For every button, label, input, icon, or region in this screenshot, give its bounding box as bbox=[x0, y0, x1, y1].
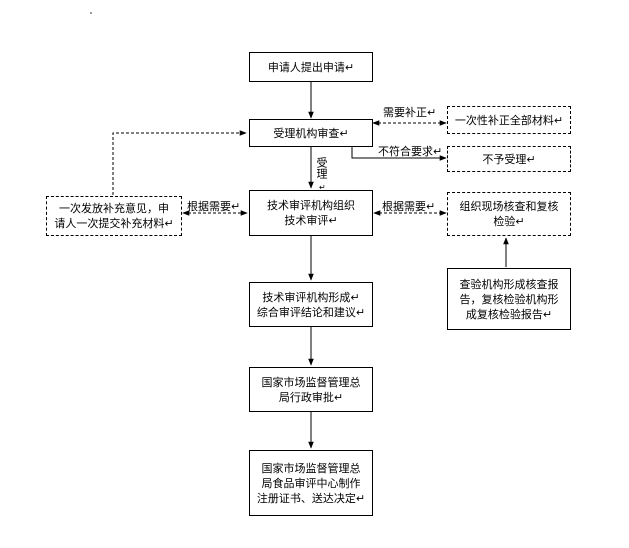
node-certificate-label: 国家市场监督管理总 局食品审评中心制作 注册证书、送达决定↵ bbox=[256, 461, 366, 505]
node-supplement-all-label: 一次性补正全部材料↵ bbox=[454, 113, 564, 127]
node-apply: 申请人提出申请↵ bbox=[249, 52, 373, 82]
arrow-accept-to-reject bbox=[351, 147, 447, 161]
node-reject-label: 不予受理↵ bbox=[482, 152, 536, 166]
label-accepted: 受理 bbox=[315, 157, 328, 179]
node-inspection-report-label: 查验机构形成核查报 告，复核检验机构形 成复核检验报告↵ bbox=[459, 277, 559, 321]
node-supplement-all: 一次性补正全部材料↵ bbox=[447, 106, 571, 134]
label-as-needed-right: 根据需要↵ bbox=[382, 200, 436, 213]
label-as-needed-left: 根据需要↵ bbox=[187, 200, 241, 213]
node-conclusion-label: 技术审评机构形成↵ 综合审评结论和建议↵ bbox=[256, 290, 366, 319]
node-admin-approval-label: 国家市场监督管理总 局行政审批↵ bbox=[261, 375, 361, 404]
node-accept-review-label: 受理机构审查↵ bbox=[273, 126, 349, 140]
node-inspection-report: 查验机构形成核查报 告，复核检验机构形 成复核检验报告↵ bbox=[447, 268, 571, 330]
node-apply-label: 申请人提出申请↵ bbox=[267, 60, 355, 74]
node-admin-approval: 国家市场监督管理总 局行政审批↵ bbox=[249, 367, 373, 412]
corner-mark bbox=[90, 12, 92, 14]
node-certificate: 国家市场监督管理总 局食品审评中心制作 注册证书、送达决定↵ bbox=[249, 450, 373, 516]
node-onsite-check: 组织现场核查和复核 检验↵ bbox=[447, 192, 571, 236]
node-supplement-once-label: 一次发放补充意见，申 请人一次提交补充材料↵ bbox=[54, 202, 174, 230]
node-supplement-once: 一次发放补充意见，申 请人一次提交补充材料↵ bbox=[46, 196, 182, 236]
label-accepted-mark: ↵ bbox=[319, 183, 326, 192]
node-onsite-check-label: 组织现场核查和复核 检验↵ bbox=[459, 200, 559, 228]
node-reject: 不予受理↵ bbox=[447, 146, 571, 172]
node-tech-review-label: 技术审评机构组织 技术审评↵ bbox=[267, 199, 355, 227]
node-tech-review: 技术审评机构组织 技术审评↵ bbox=[249, 190, 373, 236]
node-conclusion: 技术审评机构形成↵ 综合审评结论和建议↵ bbox=[249, 282, 373, 327]
label-needs-correction: 需要补正↵ bbox=[383, 106, 437, 119]
arrow-supplement-to-accept bbox=[112, 130, 247, 195]
node-accept-review: 受理机构审查↵ bbox=[249, 119, 373, 147]
label-not-compliant: 不符合要求↵ bbox=[378, 145, 443, 158]
